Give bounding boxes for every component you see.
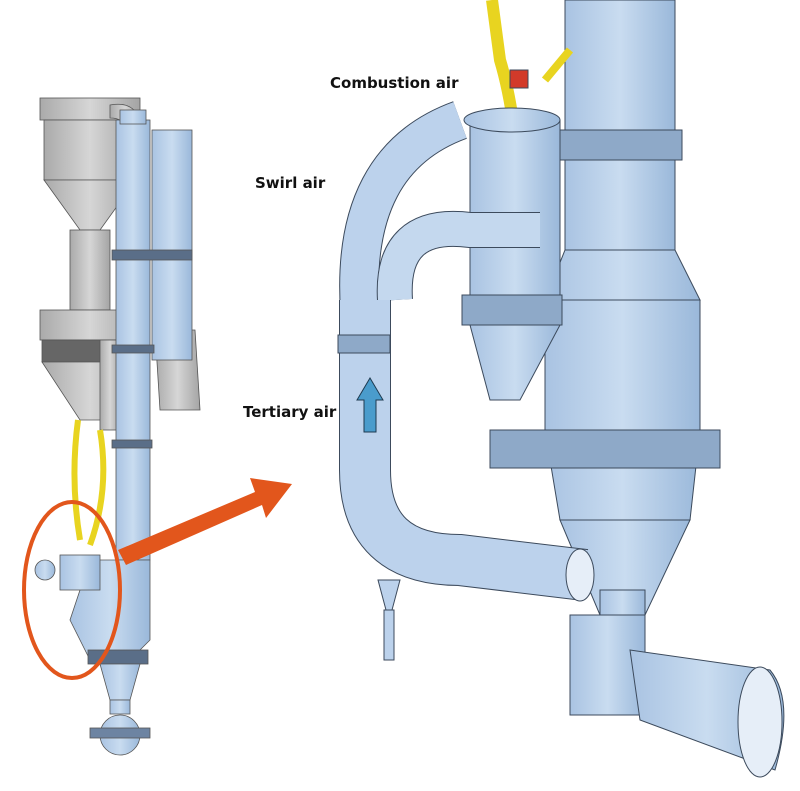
label-combustion-air: Combustion air (330, 74, 459, 92)
calciner-body (461, 107, 563, 401)
main-riser (489, 0, 785, 778)
tertiary-air-flow-arrow (356, 377, 384, 433)
zoom-pointer-arrow (118, 478, 292, 565)
detail-view (337, 0, 785, 778)
duct-flange (337, 334, 391, 354)
label-tertiary-air: Tertiary air (243, 403, 337, 421)
red-valve (509, 69, 529, 89)
air-ducts (339, 101, 589, 601)
duct-hopper (377, 579, 401, 611)
yellow-pipes-overview (71, 419, 107, 547)
duct-outlet (565, 548, 595, 602)
overview-tower (34, 97, 201, 756)
highlight-ellipse (22, 500, 122, 680)
label-swirl-air: Swirl air (255, 174, 326, 192)
